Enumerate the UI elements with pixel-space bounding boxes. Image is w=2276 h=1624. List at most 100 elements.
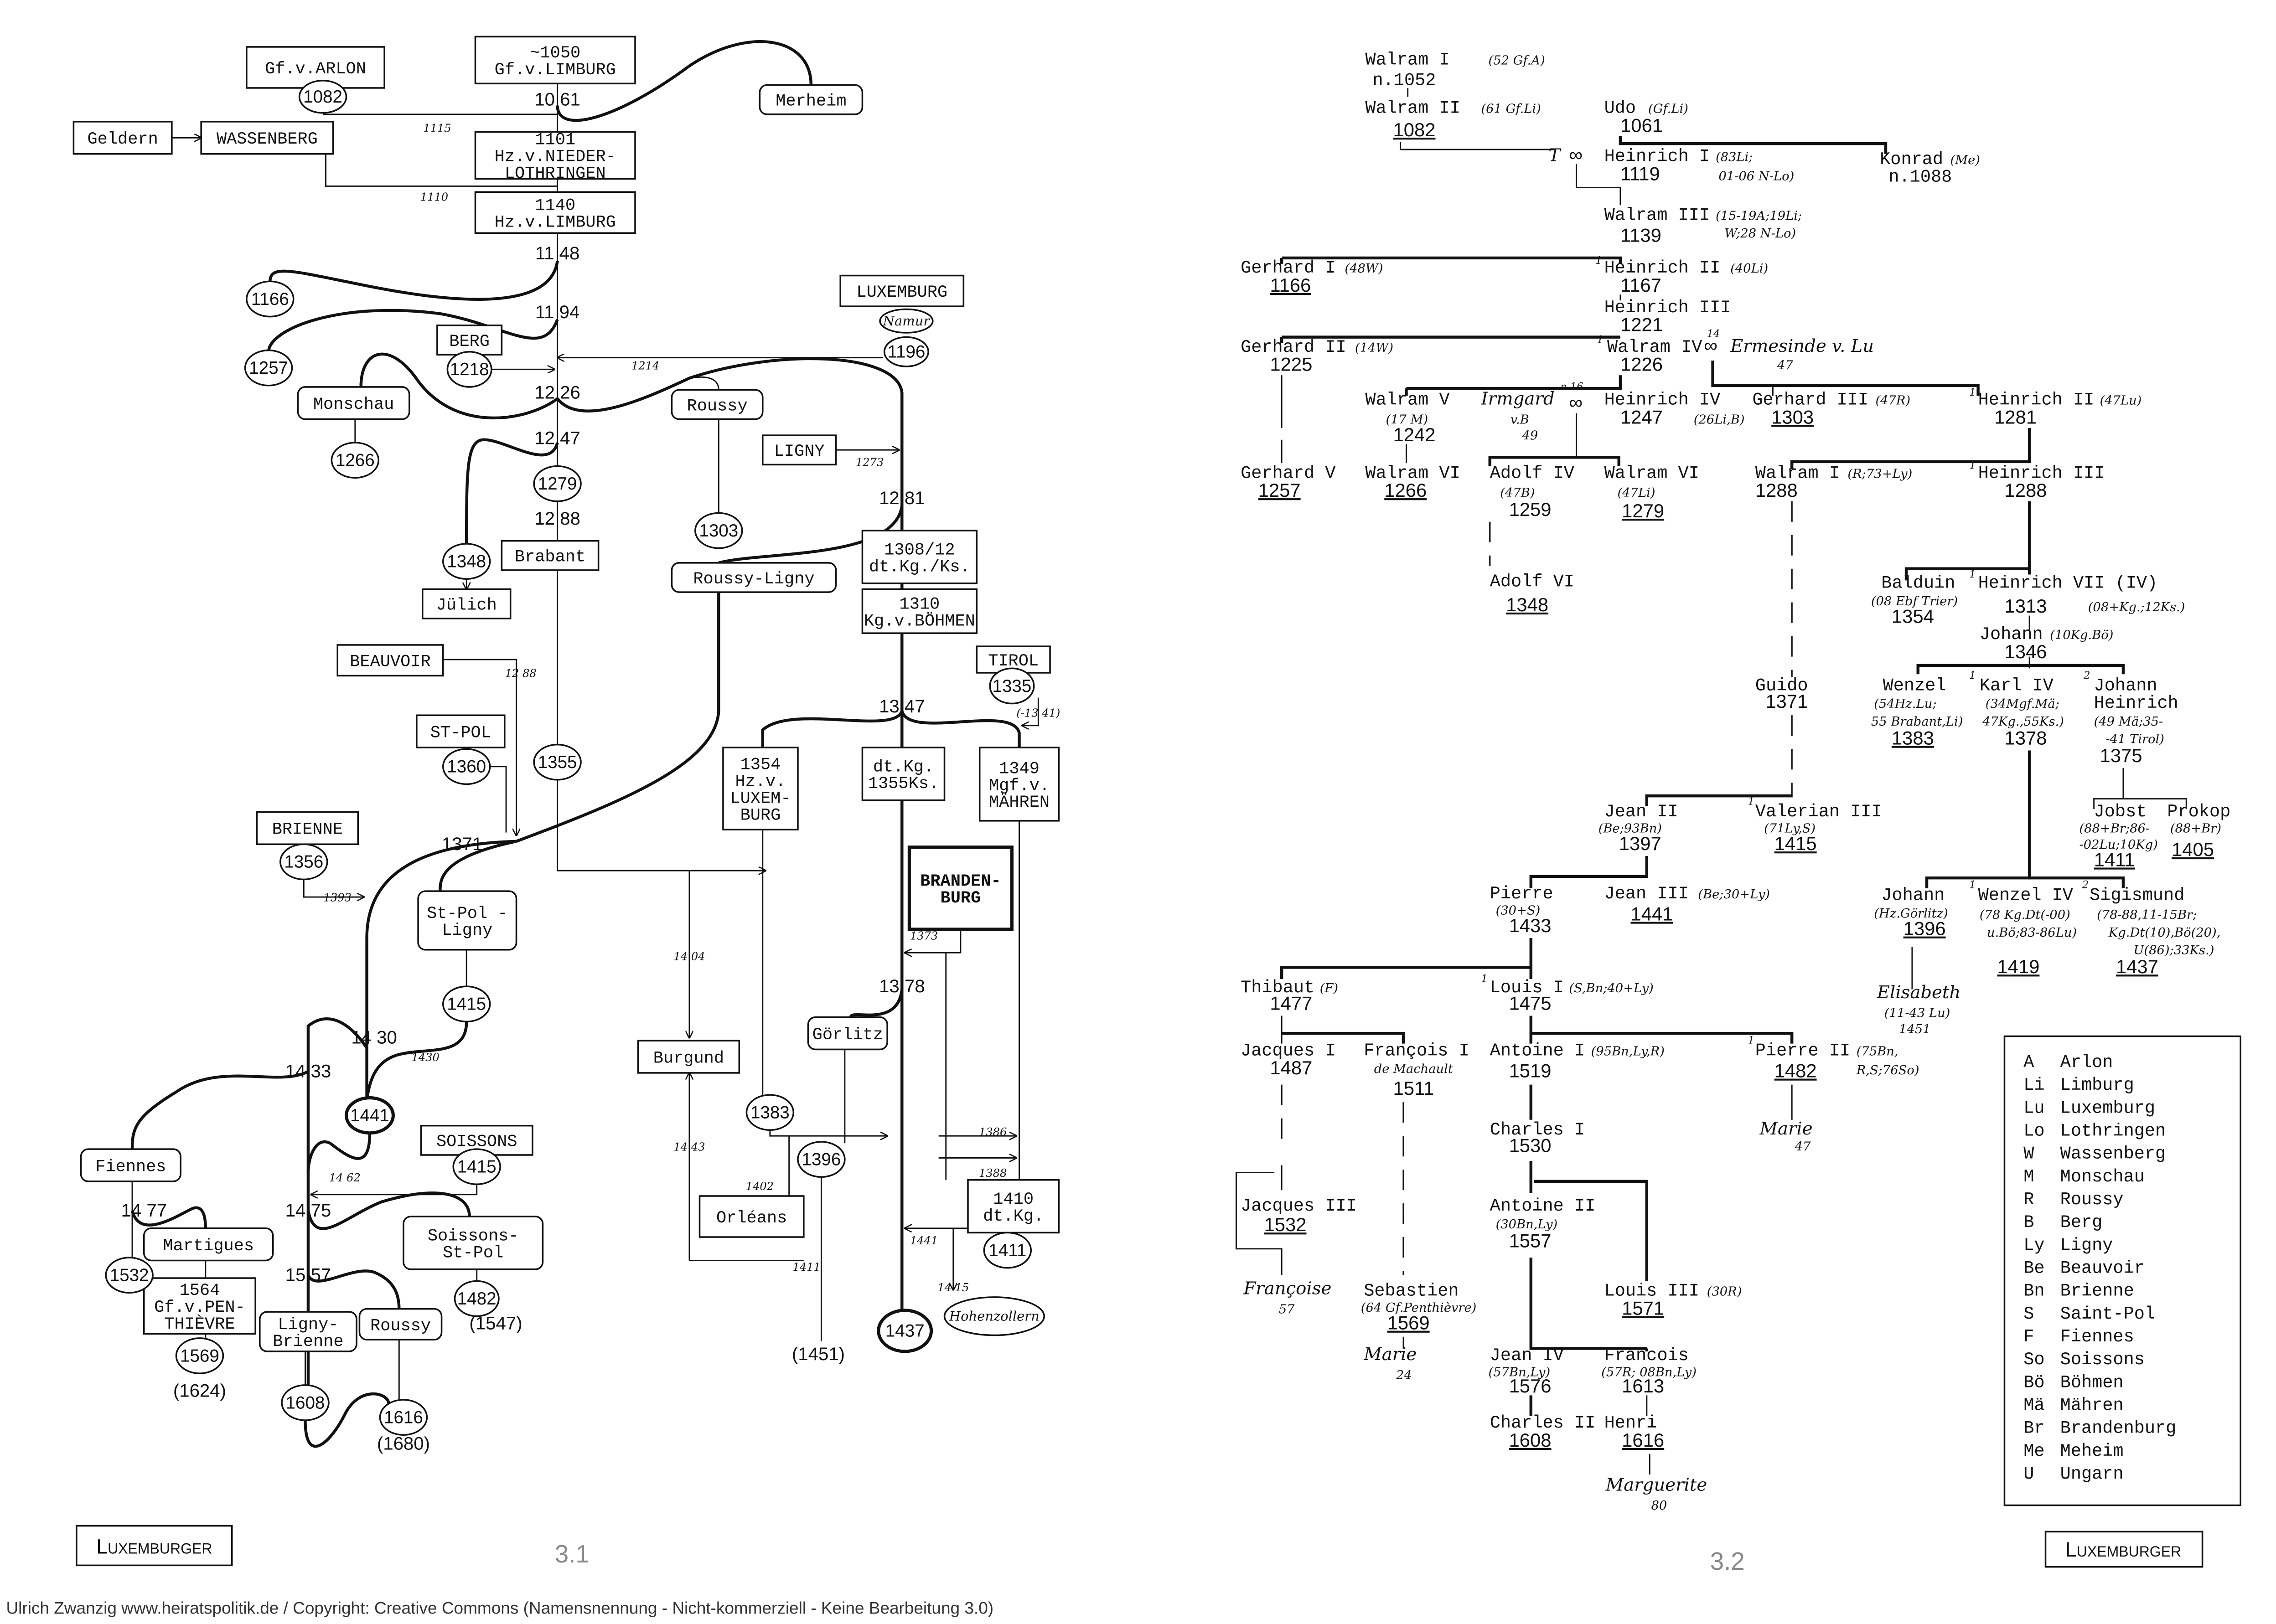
oval-frame (446, 351, 492, 388)
annotation-note: (78 Kg.Dt(-00) (1980, 908, 2070, 922)
oval-frame (983, 1232, 1032, 1269)
year-label: 1303 (1771, 406, 1814, 428)
person-name: Antoine II (1490, 1196, 1596, 1216)
oval-label: 1396 (802, 1150, 841, 1169)
annotation-note: (R;73+Ly) (1847, 467, 1912, 481)
year-label: 1139 (1620, 225, 1661, 246)
dynasty-box: Fiennes (80, 1148, 181, 1182)
connector-line (1488, 456, 1620, 466)
legend-code: Lo (2023, 1121, 2044, 1141)
box-frame (671, 562, 837, 593)
date-label: (1547) (469, 1313, 522, 1334)
date-label: 14 62 (329, 1171, 361, 1184)
box-label: Burgund (653, 1049, 724, 1068)
person-name: Gerhard V (1241, 463, 1335, 483)
year-label: 1437 (2116, 956, 2158, 977)
box-frame (421, 588, 512, 619)
dynasty-box: Martigues (143, 1227, 274, 1262)
box-frame (722, 747, 799, 830)
connector-line (689, 376, 719, 390)
box-label: dt.Kg./Ks. (869, 557, 970, 577)
box-frame (671, 389, 764, 420)
year-label: 1383 (1892, 727, 1934, 749)
year-label: 1247 (1620, 406, 1663, 428)
legend-name: Beauvoir (2060, 1258, 2145, 1279)
connector-line (130, 1070, 309, 1150)
box-label: Orléans (716, 1209, 787, 1228)
oval-label: 1218 (450, 360, 489, 379)
year-label: 1532 (1264, 1214, 1307, 1235)
oval-label: 1360 (447, 757, 486, 777)
dynasty-box: Roussy (671, 389, 764, 420)
annotation-note: -02Lu;10Kg) (2079, 838, 2157, 852)
connector-line (365, 1021, 468, 1100)
annotation-note: (Hz.Görlitz) (1874, 907, 1948, 921)
person-name: Johann (2094, 676, 2157, 696)
box-label: Brabant (515, 548, 585, 567)
box-label: WASSENBERG (217, 130, 318, 149)
box-frame (80, 1148, 181, 1182)
person-name: Pierre (1490, 884, 1553, 904)
box-label: BURG (740, 806, 781, 825)
person-name: Prokop (2167, 802, 2230, 822)
box-frame (762, 434, 837, 466)
year-label: 1557 (1509, 1230, 1552, 1252)
box-label: 1354 (740, 755, 781, 774)
oval-frame (883, 336, 929, 367)
box-frame (501, 540, 600, 571)
year-oval: 1356 (279, 843, 328, 881)
legend-name: Mähren (2060, 1396, 2124, 1416)
year-oval: 1266 (331, 442, 380, 479)
date-label: 14 04 (673, 950, 705, 963)
legend-name: Brandenburg (2060, 1418, 2177, 1438)
annotation-note: (71Ly,S) (1764, 822, 1816, 836)
box-label: Martigues (163, 1237, 254, 1256)
person-name: Heinrich IV (1604, 390, 1721, 410)
oval-frame (877, 1309, 933, 1353)
tag-luxemburger-right: Luxemburger (2065, 1538, 2181, 1561)
legend-name: Berg (2060, 1212, 2103, 1232)
legend-code: M (2023, 1167, 2034, 1187)
connector-line (306, 1269, 401, 1309)
legend-code: Li (2023, 1075, 2044, 1095)
person-name: Walram IV (1607, 337, 1702, 357)
connector-line (303, 879, 364, 897)
person-name: Heinrich (2094, 693, 2178, 713)
oval-label: 1532 (110, 1266, 149, 1285)
legend-code: Be (2023, 1258, 2044, 1279)
date-label: 1273 (856, 456, 884, 469)
box-frame (336, 644, 444, 677)
connector-line (1022, 697, 1039, 726)
legend-name: Roussy (2060, 1190, 2124, 1210)
legend-entry: Mä Mähren (2023, 1396, 2123, 1416)
date-label: 1393 (324, 892, 352, 904)
date-label: 11 48 (535, 243, 580, 263)
dynasty-box: Orléans (698, 1195, 805, 1238)
year-oval: Namur (879, 308, 934, 334)
person-name: Henri (1604, 1413, 1657, 1433)
annotation-note: Kg.Dt(10),Bö(20), (2108, 926, 2221, 940)
date-label: 14 43 (673, 1140, 705, 1153)
annotation-note: W;28 N-Lo) (1724, 227, 1796, 241)
dynasty-box: Roussy-Ligny (671, 562, 837, 593)
person-name: Udo (1604, 98, 1636, 119)
date-label: 14 15 (937, 1281, 969, 1294)
tag-right: Luxemburger (2044, 1531, 2204, 1568)
person-name: n.1052 (1373, 71, 1436, 91)
oval-frame (442, 748, 491, 785)
person-name: Walram VI (1365, 463, 1460, 483)
annotation-note: Marie (1759, 1119, 1812, 1139)
legend-code: Mä (2023, 1396, 2044, 1416)
year-oval: 1303 (694, 512, 743, 549)
connector-line (1576, 164, 1621, 206)
person-name: Sebastien (1364, 1281, 1459, 1301)
connector-line (900, 710, 1021, 748)
date-label: 15 57 (285, 1265, 331, 1285)
person-name: Louis I (1490, 978, 1564, 998)
annotation-note: 1451 (1899, 1022, 1931, 1036)
